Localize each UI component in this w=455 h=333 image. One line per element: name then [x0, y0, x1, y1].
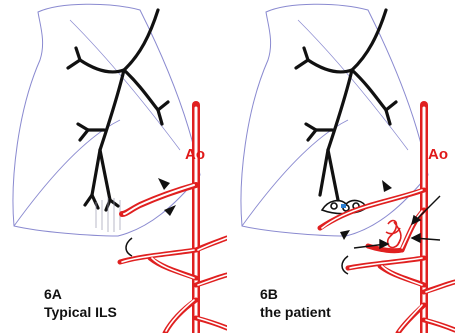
bronchial-tree — [296, 10, 396, 200]
panel-6a-illustration — [0, 0, 227, 333]
curved-arrow-icon — [342, 256, 348, 274]
panel-6b-illustration — [228, 0, 455, 333]
bronchial-tree — [68, 10, 168, 210]
panel-6b-caption: the patient — [260, 304, 331, 320]
panel-6b-code: 6B — [260, 286, 278, 302]
aberrant-artery — [320, 190, 424, 251]
panel-6a-caption: Typical ILS — [44, 304, 117, 320]
lower-arteries-inner — [350, 258, 455, 331]
panel-6b: Ao 6B the patient — [228, 0, 455, 333]
aorta-label: Ao — [185, 146, 205, 163]
aorta-label: Ao — [428, 146, 448, 163]
panel-6a: Ao 6A Typical ILS — [0, 0, 227, 333]
curved-arrow-icon — [126, 238, 132, 256]
lung-outline — [13, 4, 200, 236]
clip-marker — [341, 204, 346, 208]
lower-arteries — [348, 258, 455, 333]
panel-6a-code: 6A — [44, 286, 62, 302]
